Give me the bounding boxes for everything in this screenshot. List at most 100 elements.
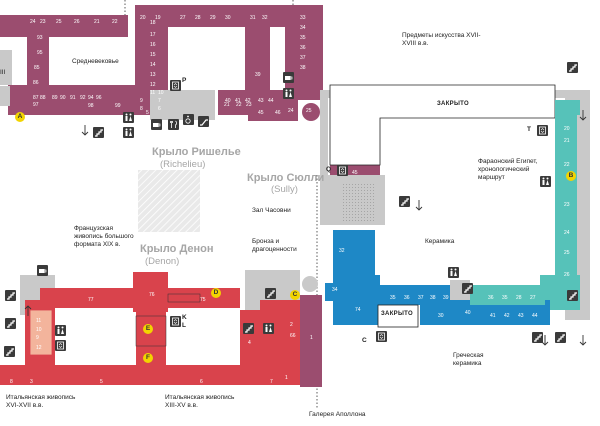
marker-d[interactable]: D — [211, 288, 221, 298]
room-number: 35 — [300, 35, 306, 41]
richelieu-wing — [0, 5, 380, 175]
label-roman-three: III — [0, 69, 6, 76]
room-number: 11 — [150, 90, 156, 96]
closed-label: ЗАКРЫТО — [381, 311, 413, 317]
room-number: 15 — [150, 52, 156, 58]
room-number: 43 — [258, 98, 264, 104]
room-number: 6 — [200, 379, 203, 385]
room-number: 29 — [210, 15, 216, 21]
stairs-icon — [93, 127, 104, 138]
room-number: 31 — [250, 15, 256, 21]
label-clock-room: Зал Часовни — [252, 207, 291, 214]
room-number: 16 — [150, 42, 156, 48]
elevator-icon — [537, 125, 548, 136]
room-number: 25 — [306, 108, 312, 114]
elevator-icon — [170, 80, 181, 91]
room-number: 10 — [158, 90, 164, 96]
room-number: 76 — [149, 292, 155, 298]
room-number: 41 — [490, 313, 496, 319]
entrance-letter-q: Q — [326, 166, 332, 173]
room-number: 21 — [564, 138, 570, 144]
stairs-icon — [5, 318, 16, 329]
label-greek-ceramics: Греческая керамика — [453, 352, 484, 367]
room-number: 85 — [34, 65, 40, 71]
room-number: 23 — [564, 202, 570, 208]
room-number: 11 — [36, 318, 42, 324]
room-number: 43 — [518, 313, 524, 319]
label-egypt: Фараонский Египет, хронологический маршр… — [478, 158, 538, 181]
room-number: 96 — [96, 95, 102, 101]
room-number: 17 — [150, 32, 156, 38]
label-italian-16-17: Итальянская живопись XVI-XVII в.в. — [6, 394, 76, 409]
room-number: 9 — [36, 335, 39, 341]
marker-f[interactable]: F — [143, 353, 153, 363]
room-number: 14 — [150, 62, 156, 68]
stairs-icon — [243, 323, 254, 334]
stairs-icon — [567, 290, 578, 301]
stairs-icon — [567, 62, 578, 73]
label-apollo-gallery: Галерея Аполлона — [309, 411, 366, 418]
room-number: 36 — [300, 45, 306, 51]
label-italian-13-15: Итальянская живопись XIII-XV в.в. — [165, 394, 235, 409]
elevator-icon — [55, 340, 66, 351]
label-middle-ages: Средневековье — [72, 58, 119, 65]
room-number: 5 — [146, 110, 149, 116]
elevator-icon — [337, 165, 348, 176]
elevator-icon — [170, 316, 181, 327]
room-number: 34 — [300, 25, 306, 31]
room-number: 8 — [140, 106, 143, 112]
accessible-icon — [183, 114, 194, 125]
toilet-icon — [540, 176, 551, 187]
stairs-icon — [555, 332, 566, 343]
stairs-icon — [462, 283, 473, 294]
room-number: 23 — [40, 19, 46, 25]
room-number: 36 — [404, 295, 410, 301]
room-number: 20 — [564, 126, 570, 132]
cafe-icon — [37, 265, 48, 276]
cour-carree-hatch — [138, 170, 200, 232]
room-number: 6 — [158, 106, 161, 112]
room-number: 34 — [332, 287, 338, 293]
room-number: 92 — [80, 95, 86, 101]
closed-label: ЗАКРЫТО — [437, 101, 469, 107]
stairs-icon — [4, 346, 15, 357]
room-number: 32 — [339, 248, 345, 254]
stairs-icon — [5, 290, 16, 301]
room-number: 97 — [33, 102, 39, 108]
room-number: 41 — [235, 98, 241, 104]
wing-richelieu-name: Крыло Ришелье — [152, 146, 241, 158]
room-number: 12 — [36, 345, 42, 351]
room-number: 40 — [465, 310, 471, 316]
room-number: 24 — [288, 108, 294, 114]
room-number: 22 — [236, 102, 242, 108]
room-number: 8 — [10, 379, 13, 385]
marker-b[interactable]: B — [566, 171, 576, 181]
room-number: 95 — [37, 50, 43, 56]
label-ceramics: Керамика — [425, 238, 455, 245]
toilet-icon — [55, 325, 66, 336]
room-number: 32 — [262, 15, 268, 21]
room-number: 91 — [70, 95, 76, 101]
room-number: 88 — [40, 95, 46, 101]
room-number: 23 — [246, 102, 252, 108]
crypt-area — [343, 183, 375, 221]
room-number: 33 — [300, 15, 306, 21]
room-number: 35 — [390, 295, 396, 301]
room-number: 10 — [36, 327, 42, 333]
room-number: 13 — [150, 72, 156, 78]
room-number: 38 — [430, 295, 436, 301]
marker-a[interactable]: A — [15, 112, 25, 122]
room-number: 44 — [268, 98, 274, 104]
marker-e[interactable]: E — [143, 324, 153, 334]
toilet-icon — [263, 323, 274, 334]
room-number: 1 — [310, 335, 313, 341]
stairs-icon — [399, 196, 410, 207]
room-number: 28 — [195, 15, 201, 21]
marker-c[interactable]: C — [290, 290, 300, 300]
room-number: 98 — [88, 103, 94, 109]
wing-sully-sub: (Sully) — [271, 184, 298, 195]
room-number: 75 — [200, 297, 206, 303]
room-number: 12 — [150, 82, 156, 88]
